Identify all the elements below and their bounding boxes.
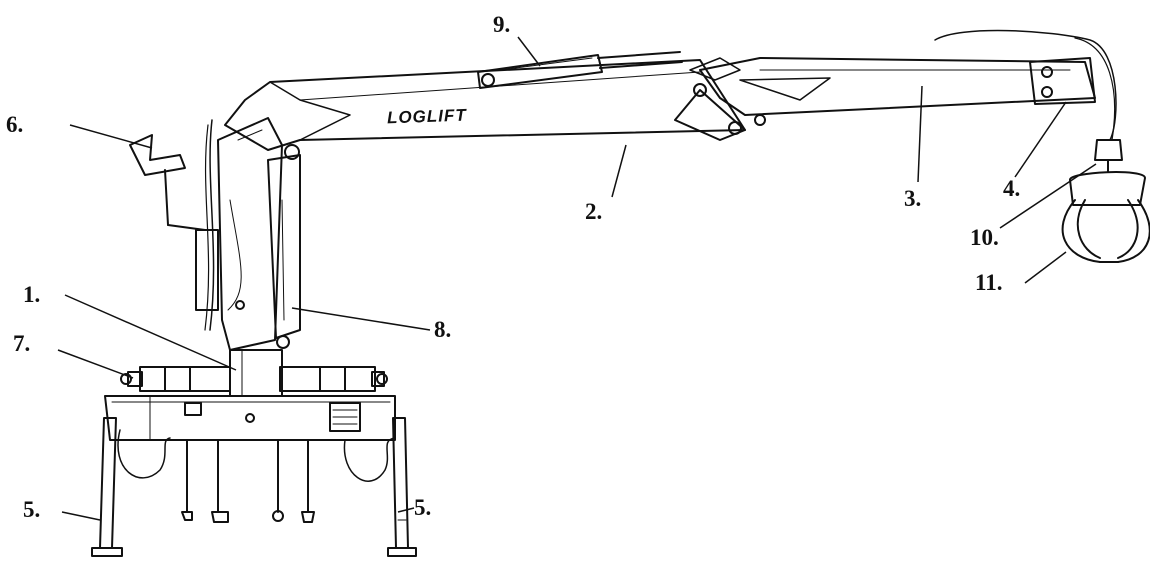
control-lever (129, 134, 206, 231)
slewing-housing (229, 349, 283, 397)
grapple (1061, 171, 1150, 263)
stabilizer-legs (91, 417, 417, 557)
rotator (1094, 139, 1123, 173)
label-3: 3. (904, 186, 922, 211)
label-11: 11. (975, 270, 1003, 295)
label-1: 1. (23, 282, 41, 307)
label-2: 2. (585, 199, 603, 224)
label-7: 7. (13, 331, 31, 356)
slewing-cylinders (120, 366, 388, 392)
crane-column (195, 117, 283, 351)
lift-cylinder (267, 144, 301, 349)
outer-boom (699, 57, 1096, 135)
label-10: 10. (970, 225, 999, 250)
label-5-left: 5. (23, 497, 41, 522)
leader-lines (57, 36, 1097, 521)
main-boom (224, 59, 746, 151)
label-5-right: 5. (414, 495, 432, 520)
label-4: 4. (1003, 176, 1021, 201)
label-6: 6. (6, 112, 24, 137)
label-8: 8. (434, 317, 452, 342)
boom-tip (934, 29, 1117, 141)
label-9: 9. (493, 12, 511, 37)
boom-brand-text: LOGLIFT (386, 105, 468, 128)
extension-cylinder (477, 51, 683, 89)
boom-links (674, 57, 746, 141)
base-frame (104, 395, 396, 523)
